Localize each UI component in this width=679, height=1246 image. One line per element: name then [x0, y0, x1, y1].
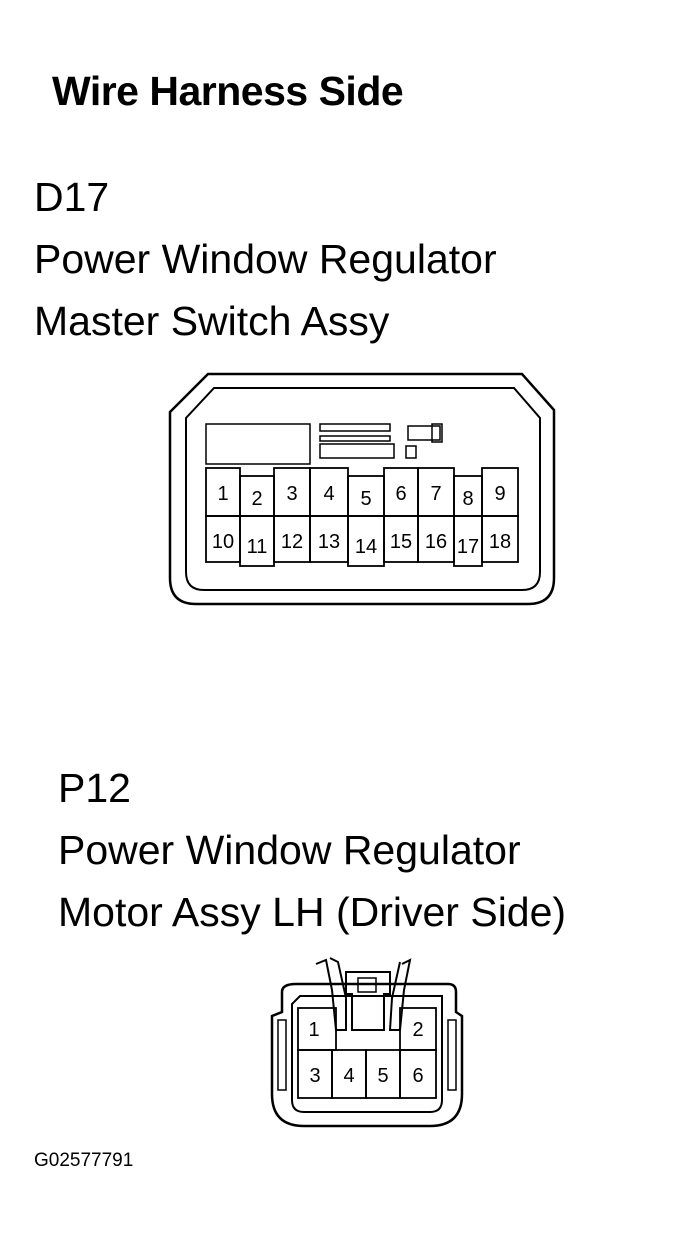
connector-p12-pin-4: 4 — [331, 1049, 367, 1099]
connector-p12-center-lock — [345, 971, 391, 1031]
pin-number: 1 — [308, 1019, 319, 1041]
connector-p12-center-lock-nub — [357, 977, 377, 993]
connector-d17-pin-18: 18 — [481, 515, 519, 563]
pin-number: 3 — [286, 483, 297, 505]
connector-d17-name-line-2: Master Switch Assy — [34, 298, 390, 344]
pin-number: 13 — [318, 531, 340, 553]
pin-number: 11 — [247, 536, 268, 558]
connector-d17-name-line-1: Power Window Regulator — [34, 236, 497, 282]
connector-p12-code: P12 — [58, 765, 131, 811]
pin-number: 7 — [430, 483, 441, 505]
connector-p12-left-latch — [315, 957, 347, 1031]
connector-p12-pin-5: 5 — [365, 1049, 401, 1099]
connector-p12-pin-2: 2 — [399, 1007, 437, 1051]
pin-number: 12 — [281, 531, 303, 553]
connector-d17-lock-notch — [405, 445, 417, 459]
connector-d17-latch-bar-upper — [319, 423, 391, 432]
pin-number: 2 — [412, 1019, 423, 1041]
connector-p12-pin-6: 6 — [399, 1049, 437, 1099]
pin-number: 9 — [494, 483, 505, 505]
pin-number: 8 — [462, 488, 473, 510]
pin-number: 6 — [395, 483, 406, 505]
pin-number: 18 — [489, 531, 511, 553]
connector-d17-latch-bar-mid — [319, 443, 395, 459]
pin-number: 2 — [251, 488, 262, 510]
connector-p12-outer-housing — [270, 982, 464, 1128]
connector-d17-key-slot — [205, 423, 311, 465]
connector-d17-lock-tab-tip — [431, 423, 443, 443]
connector-d17-outer-housing — [168, 372, 556, 606]
pin-number: 16 — [425, 531, 447, 553]
connector-p12-right-rib — [447, 1019, 457, 1091]
connector-d17-inner-housing — [185, 387, 541, 591]
connector-p12-left-rib — [277, 1019, 287, 1091]
pin-number: 6 — [412, 1065, 423, 1087]
connector-p12-name-line-1: Power Window Regulator — [58, 827, 521, 873]
pin-number: 17 — [457, 536, 479, 558]
pin-cavity — [399, 1049, 437, 1099]
connector-p12-pin-1: 1 — [297, 1007, 337, 1051]
connector-p12-inner-housing — [291, 995, 443, 1113]
connector-d17-code: D17 — [34, 174, 110, 220]
pin-number: 14 — [355, 536, 377, 558]
pin-number: 5 — [377, 1065, 388, 1087]
pin-number: 4 — [323, 483, 334, 505]
pin-number: 10 — [212, 531, 234, 553]
connector-p12-pin-3: 3 — [297, 1049, 333, 1099]
page-heading: Wire Harness Side — [52, 68, 404, 114]
pin-number: 3 — [309, 1065, 320, 1087]
connector-d17-latch-bar-lower — [319, 435, 391, 442]
pin-number: 5 — [360, 488, 371, 510]
pin-number: 4 — [343, 1065, 354, 1087]
connector-p12-name-line-2: Motor Assy LH (Driver Side) — [58, 889, 567, 935]
pin-number: 15 — [390, 531, 412, 553]
pin-cavity — [481, 515, 519, 563]
connector-p12-pin-grid: 1 2 3 4 5 6 — [297, 1007, 437, 1099]
figure-id: G02577791 — [34, 1150, 134, 1171]
pin-number: 1 — [217, 483, 228, 505]
connector-d17-lock-tab — [407, 425, 441, 441]
